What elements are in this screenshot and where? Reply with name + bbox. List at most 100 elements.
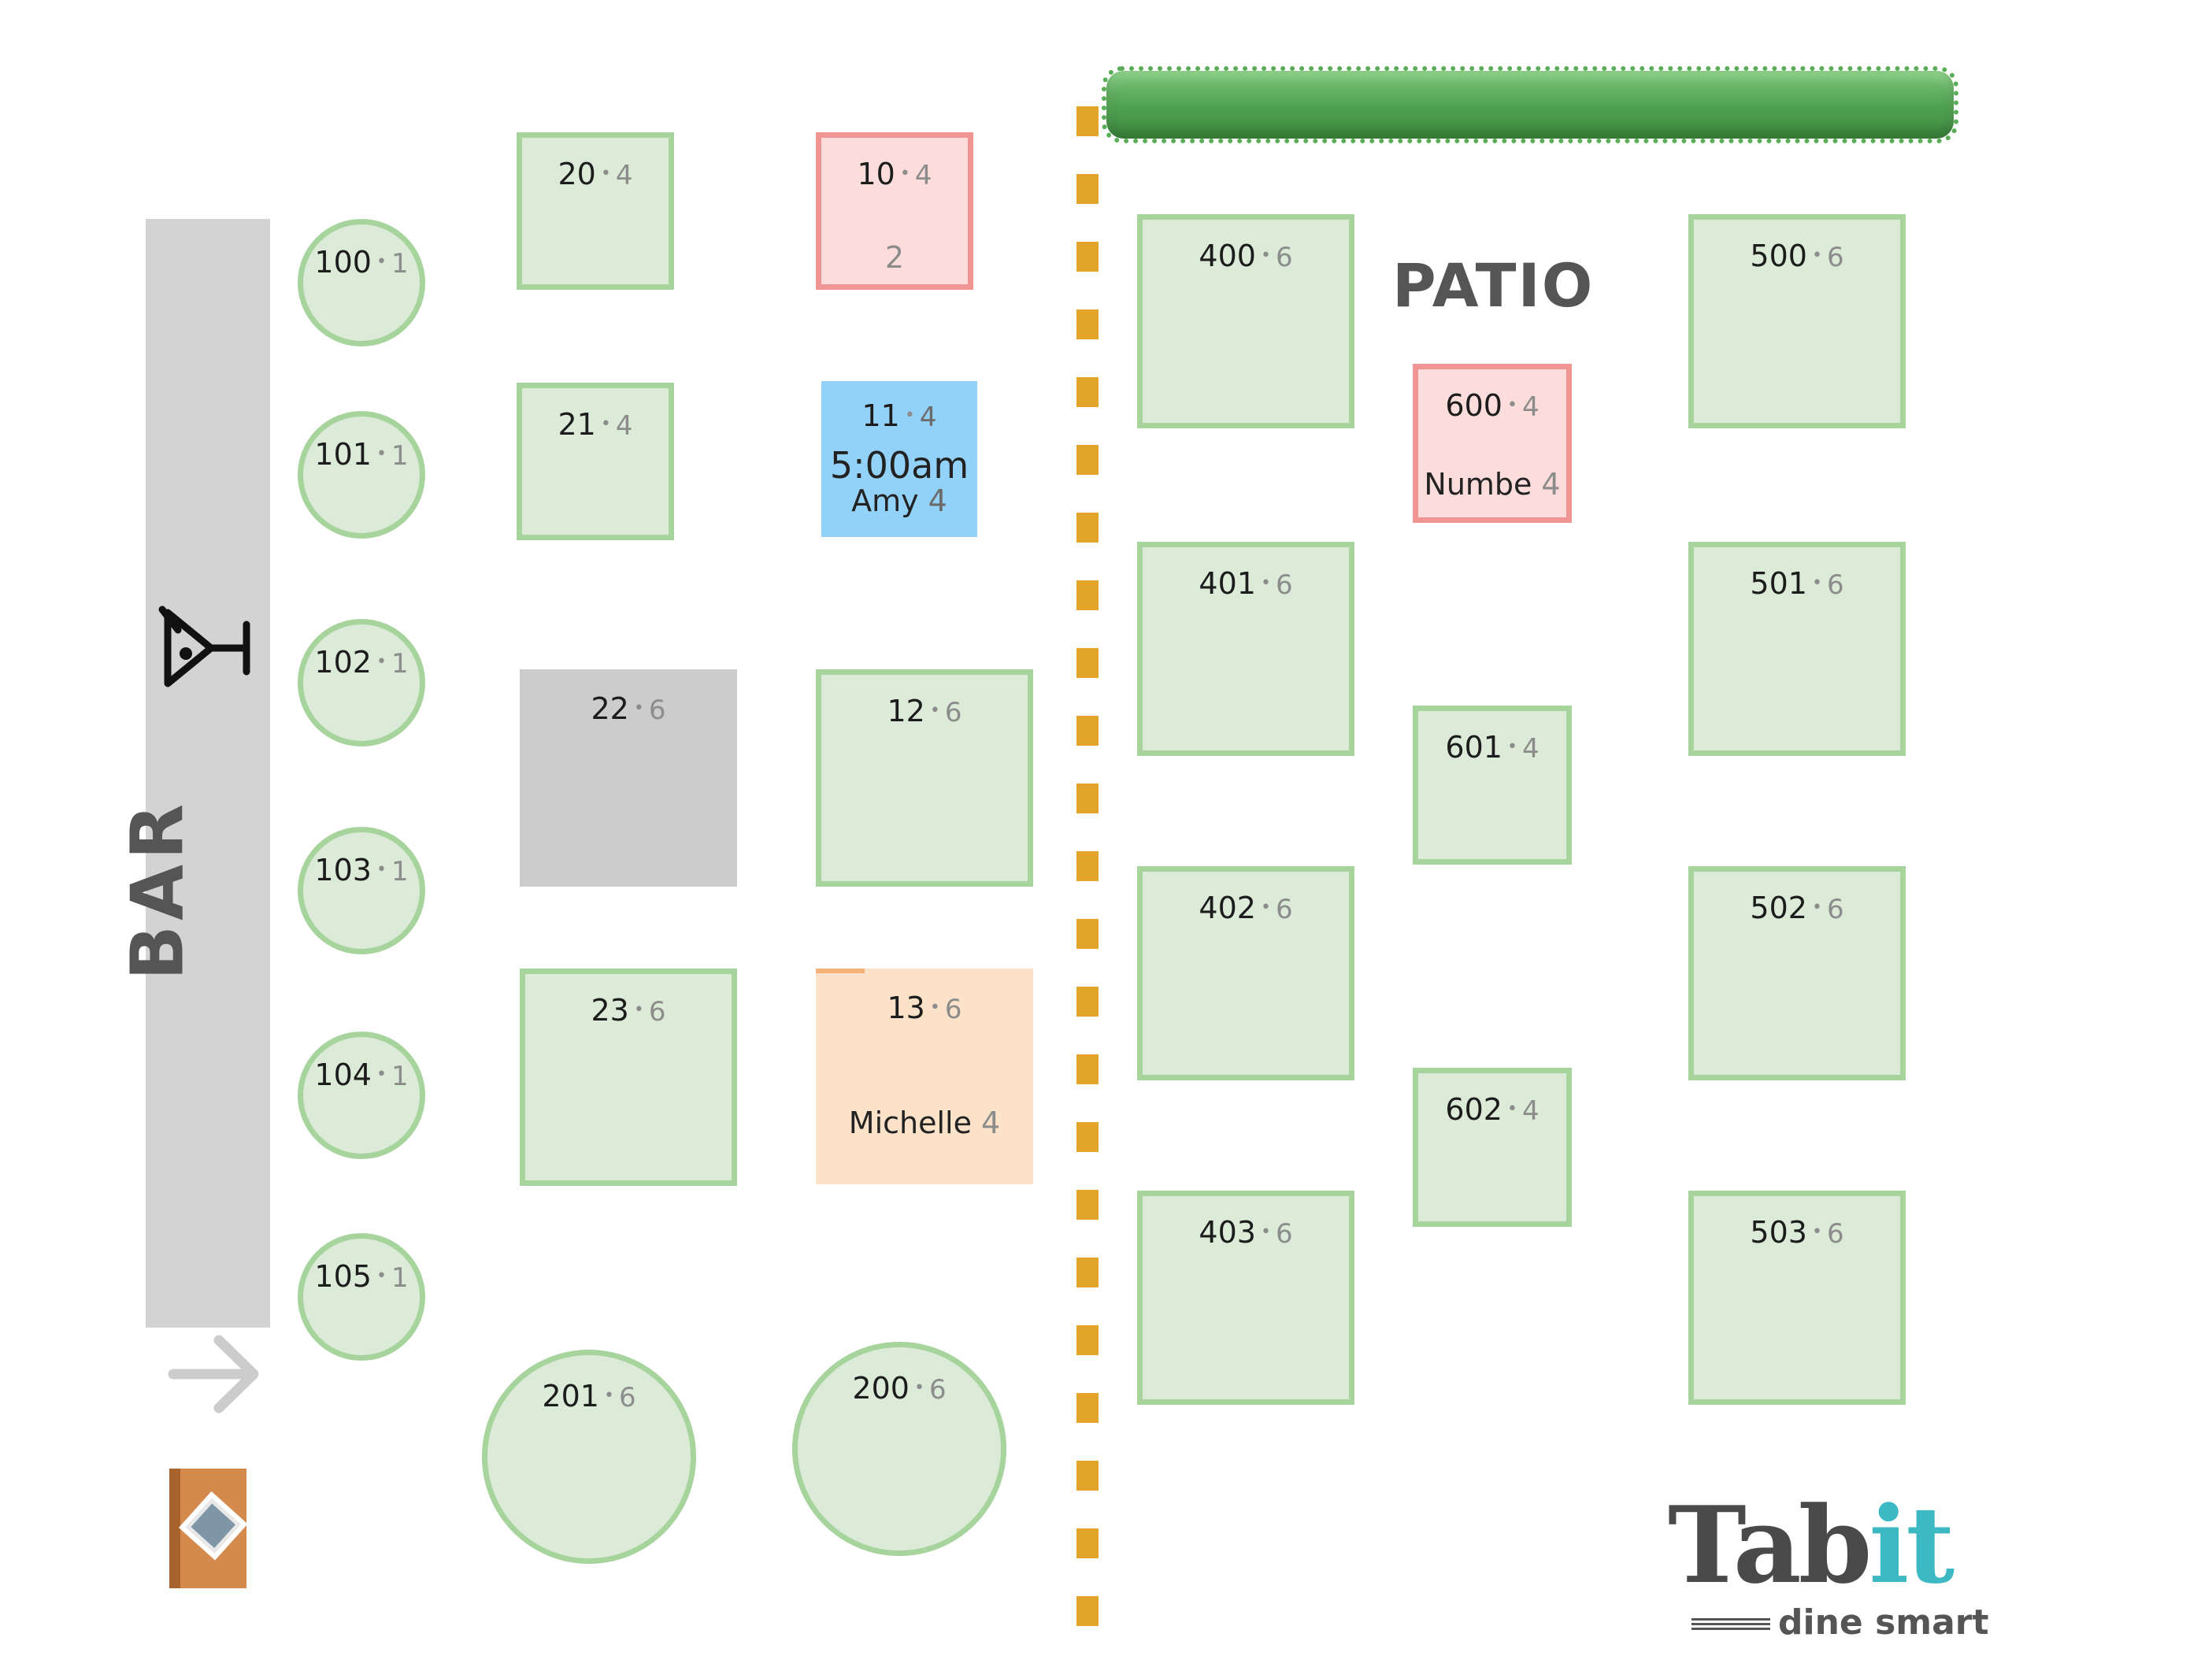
hedge-decoration [1102, 66, 1958, 143]
table-capacity: 4 [914, 160, 932, 191]
table-capacity: 6 [1275, 242, 1293, 273]
table-number: 21 [558, 407, 596, 442]
table-capacity: 4 [615, 160, 633, 191]
table-21[interactable]: 21•4 [517, 383, 674, 540]
guest-name: Amy [851, 483, 919, 518]
table-200[interactable]: 200•6 [792, 1342, 1006, 1556]
table-20[interactable]: 20•4 [517, 132, 674, 290]
table-capacity: 6 [1826, 242, 1844, 273]
table-number: 100 [314, 245, 372, 280]
table-capacity: 1 [391, 856, 409, 887]
table-number: 11 [861, 398, 900, 433]
table-capacity: 6 [944, 697, 962, 728]
party-size: 4 [1541, 467, 1561, 502]
table-102[interactable]: 102•1 [298, 619, 425, 746]
table-100[interactable]: 100•1 [298, 219, 425, 346]
logo-brand-accent: it [1869, 1483, 1954, 1607]
table-12[interactable]: 12•6 [816, 669, 1033, 887]
table-number: 403 [1199, 1215, 1256, 1250]
table-10[interactable]: 10•4 2 [816, 132, 973, 290]
table-103[interactable]: 103•1 [298, 827, 425, 954]
table-capacity: 6 [1275, 1218, 1293, 1250]
table-number: 501 [1750, 566, 1807, 601]
table-201[interactable]: 201•6 [482, 1350, 696, 1564]
table-number: 20 [558, 157, 596, 191]
table-number: 23 [591, 993, 629, 1028]
table-capacity: 6 [1275, 569, 1293, 601]
table-104[interactable]: 104•1 [298, 1032, 425, 1159]
table-number: 12 [887, 694, 925, 728]
table-402[interactable]: 402•6 [1137, 866, 1354, 1080]
table-number: 600 [1445, 388, 1502, 423]
cocktail-glass-icon [156, 605, 250, 691]
table-capacity: 4 [1521, 733, 1540, 765]
door-icon[interactable] [169, 1469, 248, 1588]
status-indicator [816, 969, 865, 973]
table-number: 602 [1445, 1092, 1502, 1127]
table-capacity: 6 [648, 695, 666, 726]
table-number: 601 [1445, 730, 1502, 765]
table-capacity: 4 [1521, 391, 1540, 423]
table-capacity: 1 [391, 440, 409, 472]
table-number: 22 [591, 691, 629, 726]
table-number: 200 [852, 1371, 910, 1406]
table-number: 503 [1750, 1215, 1807, 1250]
guest-name: Numbe [1424, 467, 1532, 502]
table-capacity: 1 [391, 1262, 409, 1294]
table-capacity: 1 [391, 1061, 409, 1092]
arrow-right-icon [165, 1331, 264, 1417]
table-22[interactable]: 22•6 [520, 669, 737, 887]
table-401[interactable]: 401•6 [1137, 542, 1354, 756]
table-number: 402 [1199, 891, 1256, 925]
reservation-time: 5:00am [829, 444, 969, 487]
tabit-logo: Tabit dine smart [1668, 1492, 1989, 1643]
table-501[interactable]: 501•6 [1688, 542, 1906, 756]
patio-label: PATIO [1392, 250, 1595, 320]
table-capacity: 6 [1826, 569, 1844, 601]
table-number: 10 [857, 157, 895, 191]
table-400[interactable]: 400•6 [1137, 214, 1354, 428]
table-number: 103 [314, 853, 372, 887]
table-403[interactable]: 403•6 [1137, 1191, 1354, 1405]
table-capacity: 6 [1826, 1218, 1844, 1250]
table-capacity: 6 [648, 996, 666, 1028]
table-number: 102 [314, 645, 372, 680]
table-capacity: 6 [928, 1374, 947, 1406]
table-capacity: 4 [1521, 1095, 1540, 1127]
table-101[interactable]: 101•1 [298, 411, 425, 539]
table-capacity: 6 [1826, 894, 1844, 925]
party-size: 4 [928, 483, 947, 518]
table-number: 101 [314, 437, 372, 472]
table-number: 401 [1199, 566, 1256, 601]
table-number: 104 [314, 1058, 372, 1092]
table-503[interactable]: 503•6 [1688, 1191, 1906, 1405]
table-number: 201 [542, 1379, 599, 1413]
table-502[interactable]: 502•6 [1688, 866, 1906, 1080]
logo-brand-prefix: Tab [1668, 1483, 1872, 1607]
bar-label: BAR [115, 798, 200, 981]
bar-counter [146, 219, 270, 1328]
table-number: 105 [314, 1259, 372, 1294]
table-capacity: 6 [618, 1382, 636, 1413]
party-size: 4 [981, 1106, 1001, 1140]
table-capacity: 1 [391, 648, 409, 680]
guest-name: Michelle [848, 1106, 972, 1140]
table-capacity: 6 [1275, 894, 1293, 925]
table-number: 502 [1750, 891, 1807, 925]
table-105[interactable]: 105•1 [298, 1233, 425, 1361]
party-size: 2 [884, 240, 905, 275]
table-capacity: 4 [615, 410, 633, 442]
table-capacity: 6 [944, 994, 962, 1025]
table-23[interactable]: 23•6 [520, 969, 737, 1186]
table-number: 400 [1199, 239, 1256, 273]
logo-lines-decoration [1691, 1618, 1770, 1631]
table-602[interactable]: 602•4 [1413, 1068, 1572, 1227]
table-number: 500 [1750, 239, 1807, 273]
logo-tagline: dine smart [1778, 1602, 1989, 1643]
patio-divider [1076, 106, 1099, 1626]
table-500[interactable]: 500•6 [1688, 214, 1906, 428]
table-601[interactable]: 601•4 [1413, 706, 1572, 865]
